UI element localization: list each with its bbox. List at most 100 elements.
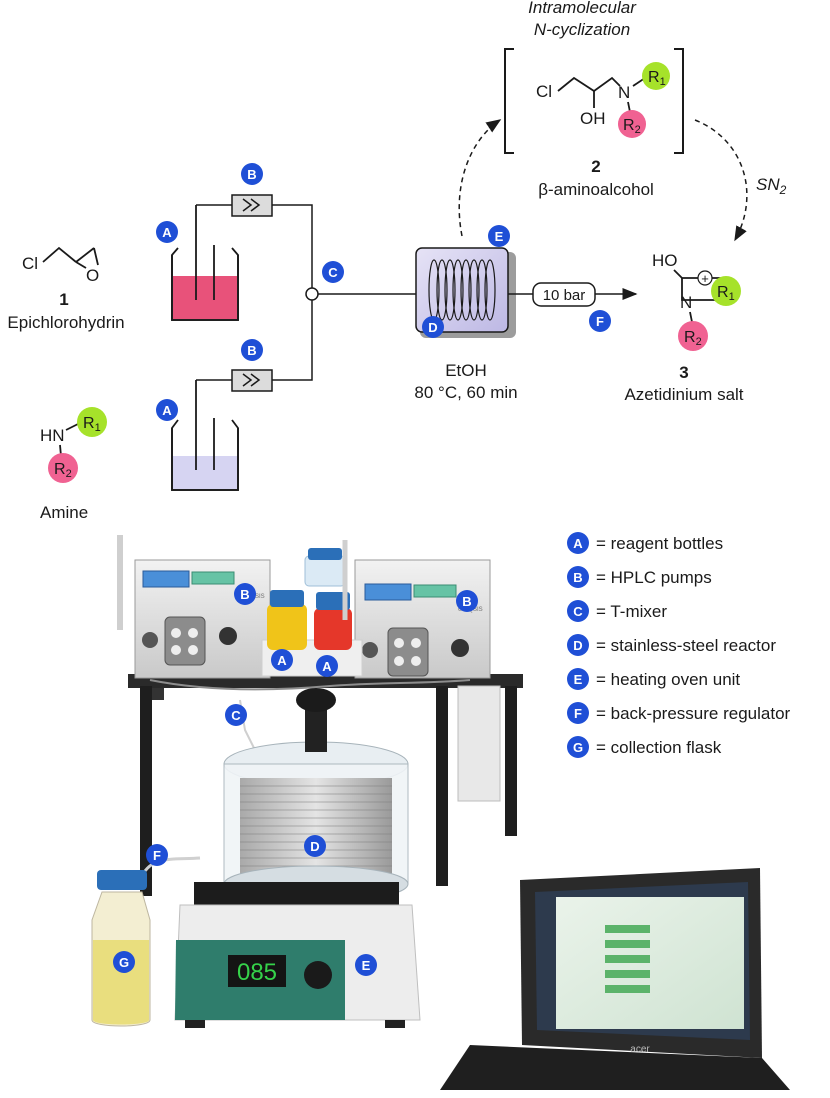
intermediate-r2-substituent <box>618 110 646 138</box>
hplc-pump-right: UNIQSIS <box>354 559 491 679</box>
legend-item-c: C = T-mixer <box>567 600 667 622</box>
pump-top <box>231 194 273 217</box>
legend-text-c: = T-mixer <box>596 602 667 621</box>
pump-bottom <box>231 369 273 392</box>
svg-text:E: E <box>495 229 504 244</box>
laptop: acer <box>440 868 790 1090</box>
svg-text:D: D <box>310 839 319 854</box>
badge-scheme-a-top: A <box>156 221 178 243</box>
legend-item-a: A = reagent bottles <box>567 532 723 554</box>
reactor-coil <box>415 247 516 338</box>
svg-text:B: B <box>462 594 471 609</box>
solvent-label: EtOH <box>445 361 487 380</box>
svg-text:F: F <box>574 706 582 721</box>
legend-text-b: = HPLC pumps <box>596 568 712 587</box>
badge-photo-b-right: B <box>456 590 478 612</box>
azetidinium-structure: HO N + R1 R2 <box>652 251 741 351</box>
oven-display: 085 <box>237 959 277 986</box>
svg-text:B: B <box>247 167 256 182</box>
intramolecular-label: Intramolecular <box>528 0 637 17</box>
intermediate-n-atom: N <box>618 83 630 102</box>
badge-photo-g: G <box>113 951 135 973</box>
legend-item-g: G = collection flask <box>567 736 722 758</box>
intermediate-2-name: β-aminoalcohol <box>538 180 654 199</box>
badge-scheme-c: C <box>322 261 344 283</box>
intermediate-r1-substituent <box>642 62 670 90</box>
amine-structure: HN R1 R2 <box>40 407 107 483</box>
legend-text-d: = stainless-steel reactor <box>596 636 776 655</box>
legend-item-e: E = heating oven unit <box>567 668 740 690</box>
hplc-pump-left: UNIQSIS <box>117 535 271 679</box>
epichlorohydrin-cl-atom: Cl <box>22 254 38 273</box>
svg-text:C: C <box>573 604 583 619</box>
legend-item-b: B = HPLC pumps <box>567 566 712 588</box>
svg-text:A: A <box>162 403 172 418</box>
legend-text-f: = back-pressure regulator <box>596 704 791 723</box>
product-3-number: 3 <box>679 363 688 382</box>
badge-photo-c: C <box>225 704 247 726</box>
photo-tubing <box>149 679 471 691</box>
bpr-label: 10 bar <box>543 287 586 304</box>
side-panel <box>457 685 501 802</box>
legend-text-a: = reagent bottles <box>596 534 723 553</box>
legend-text-g: = collection flask <box>596 738 722 757</box>
svg-text:D: D <box>428 320 437 335</box>
epichlorohydrin-o-atom: O <box>86 266 99 285</box>
reactor-drum <box>223 688 409 903</box>
compound-1-number: 1 <box>59 290 68 309</box>
badge-scheme-b-bottom: B <box>241 339 263 361</box>
svg-text:B: B <box>247 343 256 358</box>
legend-item-f: F = back-pressure regulator <box>567 702 791 724</box>
t-mixer <box>305 287 319 301</box>
svg-text:B: B <box>573 570 582 585</box>
svg-text:C: C <box>328 265 338 280</box>
svg-text:E: E <box>574 672 583 687</box>
reagent-bottle-bottom <box>171 380 239 491</box>
product-r1-substituent <box>711 276 741 306</box>
dashed-arrow-to-product <box>694 119 748 242</box>
badge-scheme-a-bottom: A <box>156 399 178 421</box>
svg-text:E: E <box>362 958 371 973</box>
tubing-top-out <box>272 204 313 288</box>
intermediate-cl-atom: Cl <box>536 82 552 101</box>
svg-text:B: B <box>240 587 249 602</box>
svg-text:A: A <box>277 653 287 668</box>
badge-photo-b-left: B <box>234 583 256 605</box>
legend-item-d: D = stainless-steel reactor <box>567 634 776 656</box>
badge-scheme-b-top: B <box>241 163 263 185</box>
sn2-label: SN2 <box>756 175 787 197</box>
conditions-label: 80 °C, 60 min <box>414 383 517 402</box>
badge-photo-d: D <box>304 835 326 857</box>
svg-text:G: G <box>119 955 129 970</box>
product-charge-sign: + <box>701 271 709 286</box>
badge-photo-e: E <box>355 954 377 976</box>
amine-r2-substituent <box>48 453 78 483</box>
svg-text:A: A <box>162 225 172 240</box>
heating-oven-unit: 085 <box>174 882 421 1028</box>
svg-text:A: A <box>322 659 332 674</box>
product-charge <box>697 270 713 286</box>
svg-text:F: F <box>153 848 161 863</box>
badge-scheme-d: D <box>422 316 444 338</box>
svg-text:C: C <box>231 708 241 723</box>
svg-text:F: F <box>596 314 604 329</box>
legend-text-e: = heating oven unit <box>596 670 740 689</box>
intermediate-oh-atom: OH <box>580 109 606 128</box>
product-3-name: Azetidinium salt <box>624 385 743 404</box>
epichlorohydrin-structure: Cl O <box>22 246 99 285</box>
laptop-brand: acer <box>630 1044 650 1055</box>
product-r2-substituent <box>678 321 708 351</box>
badge-photo-a-left: A <box>271 649 293 671</box>
badge-photo-a-right: A <box>316 655 338 677</box>
n-cyclization-label: N-cyclization <box>534 20 630 39</box>
bracket-left <box>504 48 514 154</box>
product-n-atom: N <box>680 293 692 312</box>
reagent-bottle-top <box>171 205 239 321</box>
amine-r1-substituent <box>77 407 107 437</box>
badge-scheme-f: F <box>589 310 611 332</box>
bracket-right <box>674 48 684 154</box>
badge-scheme-e: E <box>488 225 510 247</box>
product-ho-atom: HO <box>652 251 678 270</box>
svg-text:D: D <box>573 638 582 653</box>
